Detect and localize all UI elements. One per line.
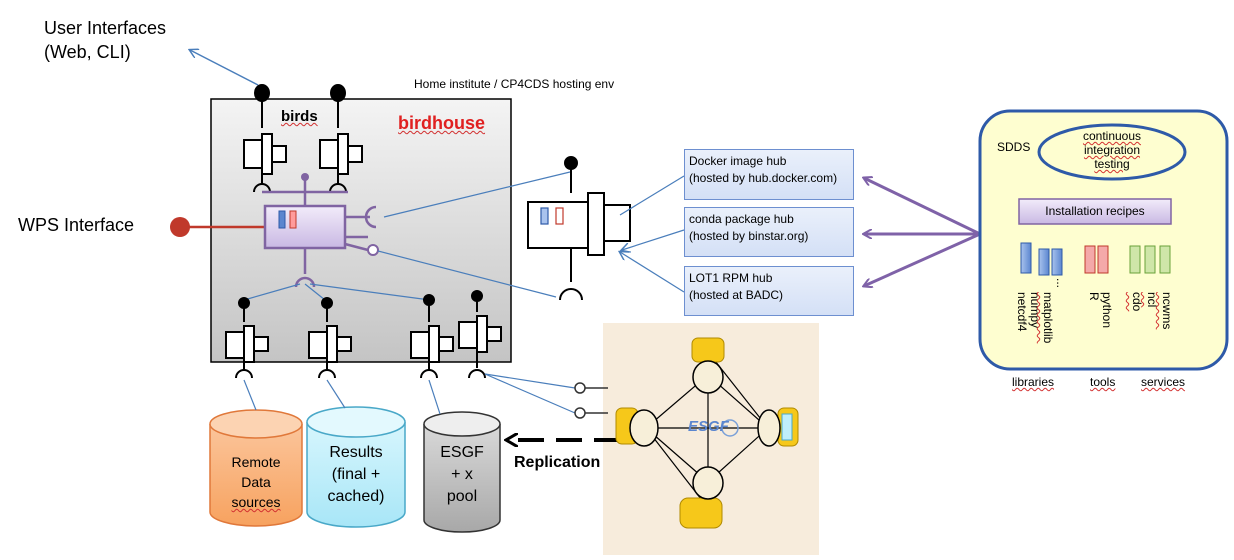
pkg-ellipsis: ...	[1054, 278, 1068, 289]
birdhouse-label: birdhouse	[398, 113, 486, 133]
pkg-ncwms: ncwms	[1160, 292, 1174, 330]
replication-label: Replication	[514, 454, 601, 471]
esgf-disks	[615, 337, 799, 529]
installation-recipes-box	[1018, 198, 1172, 225]
service-slots	[1129, 245, 1171, 274]
esgf-globe-icon	[721, 419, 739, 437]
sdds-label: SDDS	[997, 140, 1031, 154]
birds-label: birds	[281, 108, 318, 125]
esgf-nodes	[629, 360, 781, 500]
hosting-env-label: Home institute / CP4CDS hosting env	[414, 77, 615, 91]
pkg-netcdf4: netcdf4	[1015, 292, 1029, 332]
bird-bottom-4	[458, 290, 502, 379]
installation-recipes-label: Installation recipes	[1045, 204, 1145, 218]
link-to-runtime-2	[377, 250, 557, 298]
ci-label: continuous integration testing	[1082, 129, 1142, 171]
rpm-hub-box: LOT1 RPM hub (hosted at BADC)	[684, 266, 854, 316]
wps-component	[262, 173, 379, 288]
hub-links	[620, 175, 685, 293]
esgf-socket-2	[574, 407, 586, 419]
bird-top-left	[243, 84, 287, 193]
esgf-logo: ESGF	[688, 418, 729, 435]
category-services: services	[1141, 375, 1186, 389]
remote-data-cylinder	[209, 409, 303, 527]
tool-slots	[1084, 245, 1109, 274]
cylinder-links	[243, 373, 576, 415]
bird-bottom-1	[225, 297, 269, 379]
ci-ellipse	[1037, 123, 1187, 181]
library-slots	[1020, 242, 1063, 276]
sdds-box	[978, 109, 1229, 371]
esgf-pool-label: ESGF + x pool	[440, 444, 484, 505]
wps-socket	[170, 217, 190, 237]
bird-top-right	[319, 84, 363, 193]
link-to-runtime	[383, 171, 571, 218]
pkg-python: python	[1100, 292, 1114, 329]
results-label: Results (final + cached)	[327, 444, 385, 505]
pkg-cdo: cdo	[1130, 292, 1144, 312]
esgf-pool-cylinder	[423, 411, 501, 533]
bottom-links	[243, 283, 431, 301]
pkg-r: R	[1087, 292, 1101, 301]
ui-arrow	[190, 50, 259, 86]
results-cylinder	[306, 406, 406, 528]
sdds-arrows	[864, 178, 981, 286]
bird-bottom-2	[308, 297, 352, 379]
category-libraries: libraries	[1012, 375, 1055, 389]
docker-hub-box: Docker image hub (hosted by hub.docker.c…	[684, 149, 854, 200]
wps-interface-label: WPS Interface	[18, 215, 135, 235]
remote-data-label: Remote Data sources	[231, 454, 281, 510]
conda-hub-box: conda package hub (hosted by binstar.org…	[684, 207, 854, 257]
pkg-numpy: numpy	[1028, 292, 1042, 329]
pkg-matplotlib: matplotlib	[1041, 292, 1055, 344]
category-tools: tools	[1090, 375, 1116, 389]
pkg-ncl: ncl	[1145, 292, 1159, 308]
bird-bottom-3	[410, 294, 454, 379]
esgf-socket-1	[574, 382, 586, 394]
user-interfaces-label: User Interfaces (Web, CLI)	[44, 18, 167, 62]
